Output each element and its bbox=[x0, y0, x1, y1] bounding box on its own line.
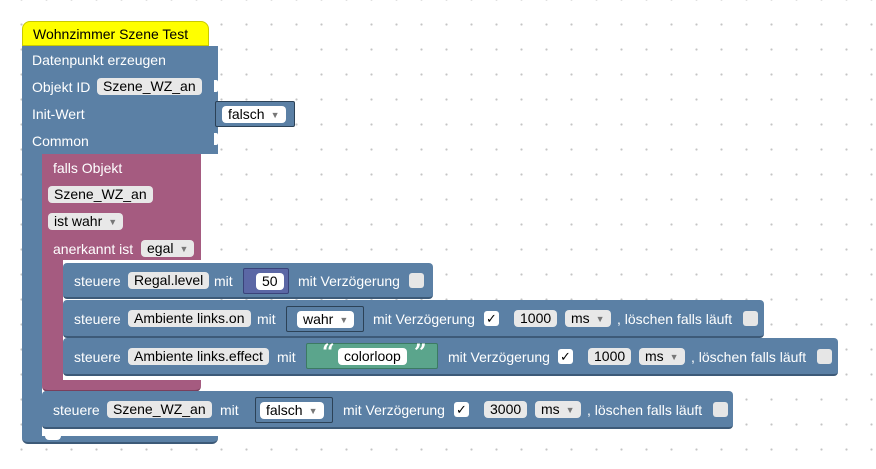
object-id-label: Objekt ID bbox=[32, 79, 91, 95]
clear-if-running-checkbox[interactable] bbox=[743, 311, 758, 326]
delay-label: mit Verzögerung bbox=[448, 349, 550, 365]
number-value-field[interactable]: 50 bbox=[256, 273, 284, 290]
dropdown-arrow-icon: ▼ bbox=[108, 217, 118, 227]
dropdown-arrow-icon: ▼ bbox=[565, 405, 575, 415]
with-label: mit bbox=[277, 349, 296, 365]
delay-label: mit Verzögerung bbox=[373, 311, 475, 327]
unit-text: ms bbox=[571, 310, 590, 326]
init-value-label: Init-Wert bbox=[32, 106, 85, 122]
dropdown-arrow-icon: ▼ bbox=[179, 244, 189, 254]
quote-close-icon: ” bbox=[414, 340, 427, 366]
unit-text: ms bbox=[541, 401, 560, 417]
init-value-dropdown[interactable]: falsch ▼ bbox=[222, 106, 286, 123]
dropdown-arrow-icon: ▼ bbox=[595, 314, 605, 324]
delay-checkbox[interactable]: ✓ bbox=[484, 311, 499, 326]
quote-open-icon: “ bbox=[322, 340, 335, 366]
delay-value-field[interactable]: 3000 bbox=[484, 401, 528, 418]
delay-checkbox[interactable]: ✓ bbox=[558, 349, 573, 364]
unit-text: ms bbox=[645, 348, 664, 364]
dropdown-arrow-icon: ▼ bbox=[669, 352, 679, 362]
hat-title: Wohnzimmer Szene Test bbox=[33, 26, 189, 42]
boolean-value-dropdown[interactable]: falsch ▼ bbox=[260, 402, 324, 419]
delay-checkbox[interactable] bbox=[409, 273, 424, 288]
clear-label: , löschen falls läuft bbox=[691, 349, 807, 365]
ack-text: egal bbox=[147, 240, 174, 256]
clear-if-running-checkbox[interactable] bbox=[713, 402, 728, 417]
condition-dropdown[interactable]: ist wahr ▼ bbox=[48, 213, 124, 230]
control-prefix: steuere bbox=[74, 311, 121, 327]
create-datapoint-title: Datenpunkt erzeugen bbox=[32, 52, 166, 68]
unit-dropdown[interactable]: ms ▼ bbox=[535, 401, 581, 418]
control-object-field[interactable]: Szene_WZ_an bbox=[107, 401, 212, 418]
object-id-field[interactable]: Szene_WZ_an bbox=[97, 78, 202, 95]
with-label: mit bbox=[214, 273, 233, 289]
ack-label: anerkannt ist bbox=[53, 241, 134, 257]
control-prefix: steuere bbox=[53, 402, 100, 418]
clear-if-running-checkbox[interactable] bbox=[817, 349, 832, 364]
dropdown-arrow-icon: ▼ bbox=[270, 110, 280, 120]
boolean-value-dropdown[interactable]: wahr ▼ bbox=[297, 311, 355, 328]
delay-value-field[interactable]: 1000 bbox=[514, 310, 558, 327]
common-label: Common bbox=[32, 133, 89, 149]
dropdown-arrow-icon: ▼ bbox=[308, 406, 318, 416]
condition-text: ist wahr bbox=[54, 213, 103, 229]
if-object-id-field[interactable]: Szene_WZ_an bbox=[48, 186, 153, 203]
control-object-field[interactable]: Regal.level bbox=[128, 272, 210, 289]
unit-dropdown[interactable]: ms ▼ bbox=[639, 348, 685, 365]
dropdown-arrow-icon: ▼ bbox=[339, 315, 349, 325]
clear-label: , löschen falls läuft bbox=[617, 311, 733, 327]
clear-label: , löschen falls läuft bbox=[587, 402, 703, 418]
control-object-field[interactable]: Ambiente links.effect bbox=[128, 348, 269, 365]
delay-value-field[interactable]: 1000 bbox=[588, 348, 632, 365]
text-value-field[interactable]: colorloop bbox=[338, 348, 407, 365]
boolean-value-text: wahr bbox=[303, 311, 334, 327]
delay-label: mit Verzögerung bbox=[298, 273, 400, 289]
hat-comment-block[interactable]: Wohnzimmer Szene Test bbox=[22, 21, 209, 46]
boolean-value-text: falsch bbox=[266, 402, 303, 418]
control-prefix: steuere bbox=[74, 273, 121, 289]
control-prefix: steuere bbox=[74, 349, 121, 365]
delay-label: mit Verzögerung bbox=[343, 402, 445, 418]
control-object-field[interactable]: Ambiente links.on bbox=[128, 310, 251, 327]
bottom-notch bbox=[45, 436, 61, 440]
delay-checkbox[interactable]: ✓ bbox=[454, 402, 469, 417]
value-socket-notch bbox=[214, 80, 218, 92]
with-label: mit bbox=[220, 402, 239, 418]
value-socket-notch bbox=[214, 133, 218, 145]
if-object-title: falls Objekt bbox=[53, 160, 123, 176]
init-value-text: falsch bbox=[228, 106, 265, 122]
with-label: mit bbox=[257, 311, 276, 327]
unit-dropdown[interactable]: ms ▼ bbox=[565, 310, 611, 327]
ack-dropdown[interactable]: egal ▼ bbox=[141, 240, 195, 257]
